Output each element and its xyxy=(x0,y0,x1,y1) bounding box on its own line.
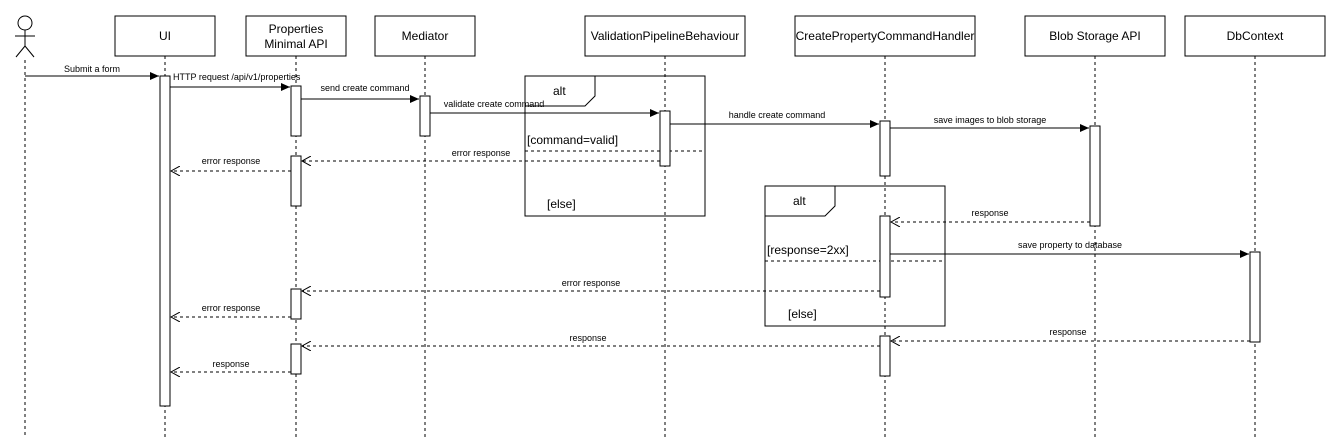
participant-validation: ValidationPipelineBehaviour xyxy=(584,15,746,57)
participant-label: Properties xyxy=(269,22,324,36)
message-label: handle create command xyxy=(729,110,826,120)
activation-api-1 xyxy=(290,85,302,137)
participant-label-line2: Minimal API xyxy=(264,37,327,51)
fragment-else: [else] xyxy=(788,307,817,321)
message: save property to database xyxy=(890,240,1249,258)
message-label: save images to blob storage xyxy=(934,115,1047,125)
message: error response xyxy=(302,148,660,161)
message: save images to blob storage xyxy=(890,115,1089,132)
fragment-guard: [response=2xx] xyxy=(767,243,849,257)
message: response xyxy=(171,359,291,372)
activation-blob xyxy=(1089,125,1101,227)
fragment-guard: [command=valid] xyxy=(527,133,618,147)
participant-label: CreatePropertyCommandHandler xyxy=(796,29,975,43)
participant-label: ValidationPipelineBehaviour xyxy=(591,29,740,43)
fragment-else: [else] xyxy=(547,197,576,211)
alt-fragment-validation: alt [command=valid] [else] xyxy=(524,75,706,217)
participant-api: Properties Minimal API xyxy=(245,15,347,57)
alt-fragment-blob: alt [response=2xx] [else] xyxy=(764,185,946,327)
activation-handler-2 xyxy=(879,215,891,298)
message-label: response xyxy=(971,208,1008,218)
message: response xyxy=(891,327,1250,341)
message-label: error response xyxy=(562,278,621,288)
message: handle create command xyxy=(670,110,879,128)
activation-validation xyxy=(659,110,671,167)
message: Submit a form xyxy=(25,64,159,80)
message-label: response xyxy=(212,359,249,369)
activation-handler-1 xyxy=(879,120,891,177)
message: send create command xyxy=(301,83,419,103)
activation-api-2 xyxy=(290,155,302,207)
message-label: save property to database xyxy=(1018,240,1122,250)
activation-db xyxy=(1249,251,1261,343)
participant-db: DbContext xyxy=(1184,15,1326,57)
message-label: error response xyxy=(202,156,261,166)
message-label: response xyxy=(1049,327,1086,337)
participant-handler: CreatePropertyCommandHandler xyxy=(794,15,976,57)
message: error response xyxy=(171,156,291,171)
participant-label: DbContext xyxy=(1227,29,1284,43)
message: response xyxy=(302,333,880,346)
message-label: Submit a form xyxy=(64,64,120,74)
participant-label: UI xyxy=(159,29,171,43)
participant-ui: UI xyxy=(114,15,216,57)
activation-api-3 xyxy=(290,288,302,320)
message-label: error response xyxy=(202,303,261,313)
message: HTTP request /api/v1/properties xyxy=(170,72,301,91)
participant-mediator: Mediator xyxy=(374,15,476,57)
message-label: send create command xyxy=(320,83,409,93)
activation-api-4 xyxy=(290,343,302,375)
message-label: response xyxy=(569,333,606,343)
message: error response xyxy=(302,278,880,291)
message-label: HTTP request /api/v1/properties xyxy=(173,72,301,82)
message-label: validate create command xyxy=(444,99,545,109)
fragment-operator: alt xyxy=(793,194,806,208)
message-label: error response xyxy=(452,148,511,158)
message: response xyxy=(891,208,1090,222)
user-actor-icon xyxy=(15,15,35,58)
activation-ui xyxy=(159,75,171,407)
activation-mediator xyxy=(419,95,431,137)
message: error response xyxy=(171,303,291,317)
participant-blob: Blob Storage API xyxy=(1024,15,1166,57)
activation-handler-3 xyxy=(879,335,891,377)
message: validate create command xyxy=(430,99,659,117)
participant-label: Mediator xyxy=(402,29,449,43)
fragment-operator: alt xyxy=(553,84,566,98)
participant-label: Blob Storage API xyxy=(1049,29,1140,43)
